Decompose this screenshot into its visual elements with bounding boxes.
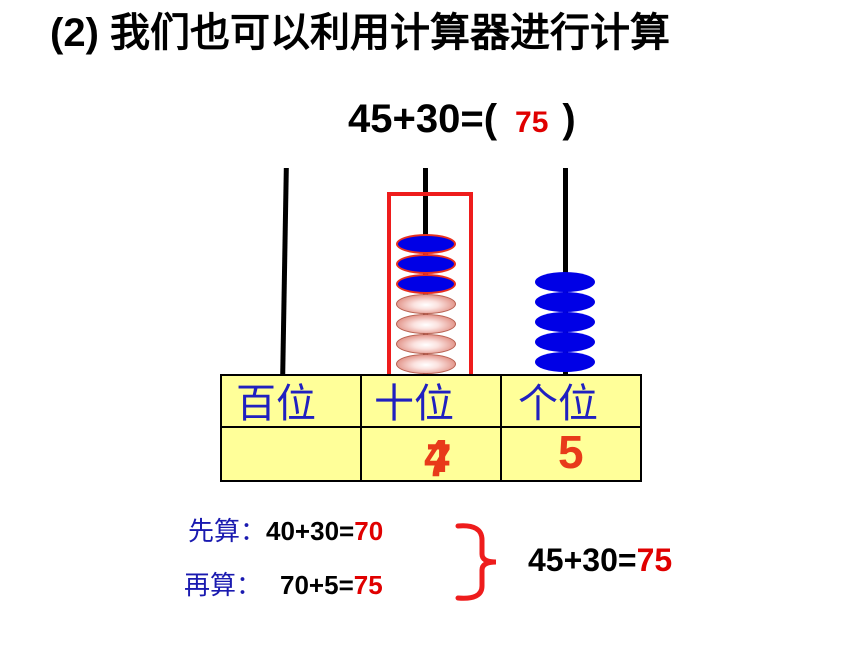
equation-suffix: ) (562, 97, 576, 141)
step-second-label: 再算： (184, 571, 263, 601)
tens-digit-cell: 4 7 (360, 426, 502, 486)
main-equation: 45+30=( 75) (348, 92, 576, 150)
tens-bead-blue-1 (396, 234, 456, 254)
hundreds-digit-cell (220, 426, 362, 482)
step-first-expr: 40+30=70 (266, 516, 383, 546)
hundreds-rod (280, 167, 289, 377)
final-result-answer: 75 (636, 542, 673, 578)
step-first-expression: 40+30= (266, 516, 355, 546)
step-second-expr: 70+5=75 (280, 570, 383, 600)
ones-bead-1 (535, 272, 595, 292)
tens-bead-blue-2 (396, 254, 456, 274)
equation-answer: 75 (515, 106, 549, 139)
ones-bead-4 (535, 332, 595, 352)
right-brace-icon (455, 523, 497, 601)
tens-bead-pink-4 (396, 354, 456, 374)
final-result: 45+30=75 (528, 540, 672, 580)
ones-label-cell: 个位 (500, 374, 642, 428)
ones-bead-3 (535, 312, 595, 332)
tens-digit-old: 4 (424, 430, 450, 482)
tens-bead-blue-3 (396, 274, 456, 294)
step-first: 先算：40+30=70 (188, 514, 383, 549)
step-second-answer: 75 (353, 570, 383, 600)
step-first-answer: 70 (354, 516, 384, 546)
tens-label-cell: 十位 (360, 374, 502, 428)
page-title: (2) 我们也可以利用计算器进行计算 (50, 11, 670, 55)
tens-label: 十位 (374, 381, 454, 427)
equation-prefix: 45+30=( (348, 97, 498, 141)
ones-bead-5 (535, 352, 595, 372)
final-result-expr: 45+30= (528, 542, 637, 578)
step-second-expression: 70+5= (280, 570, 354, 600)
hundreds-label: 百位 (236, 381, 316, 427)
hundreds-label-cell: 百位 (220, 374, 362, 428)
step-first-label: 先算： (188, 517, 267, 547)
tens-digit-new: 7 (426, 434, 452, 486)
ones-bead-2 (535, 292, 595, 312)
ones-digit-cell: 5 (500, 426, 642, 482)
step-second: 再算： 70+5=75 (184, 568, 383, 603)
tens-highlight-box (387, 192, 473, 392)
ones-digit: 5 (558, 426, 584, 478)
ones-label: 个位 (518, 381, 598, 427)
